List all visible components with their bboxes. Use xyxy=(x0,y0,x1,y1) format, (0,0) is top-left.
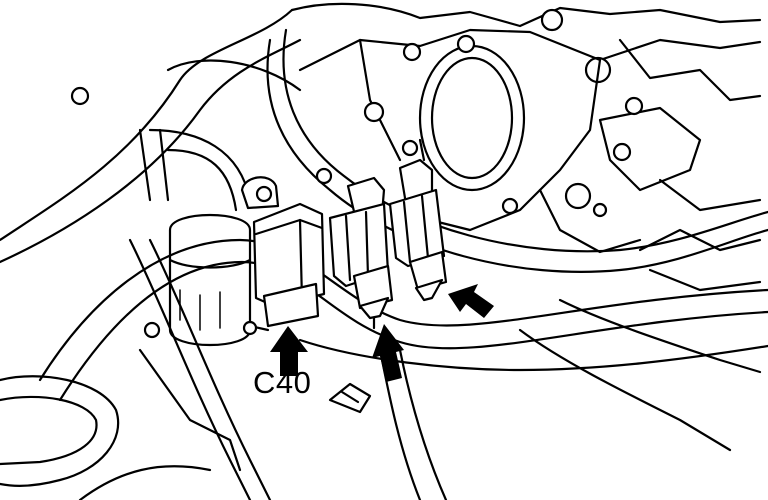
harness-clamp xyxy=(328,382,372,414)
filter-canister xyxy=(168,214,252,346)
arrow-up-icon xyxy=(270,326,308,376)
filler-cap xyxy=(0,86,242,500)
vsv-valve-left xyxy=(315,167,394,330)
connector-callout-label: C40 xyxy=(253,365,312,400)
hoses xyxy=(0,8,768,500)
throttle-body xyxy=(298,28,602,232)
vsv-valve-right xyxy=(388,138,448,302)
arrow-up-icon xyxy=(372,324,404,382)
arrow-upper-left-icon xyxy=(448,284,494,318)
relay-connector-c40 xyxy=(240,176,326,336)
